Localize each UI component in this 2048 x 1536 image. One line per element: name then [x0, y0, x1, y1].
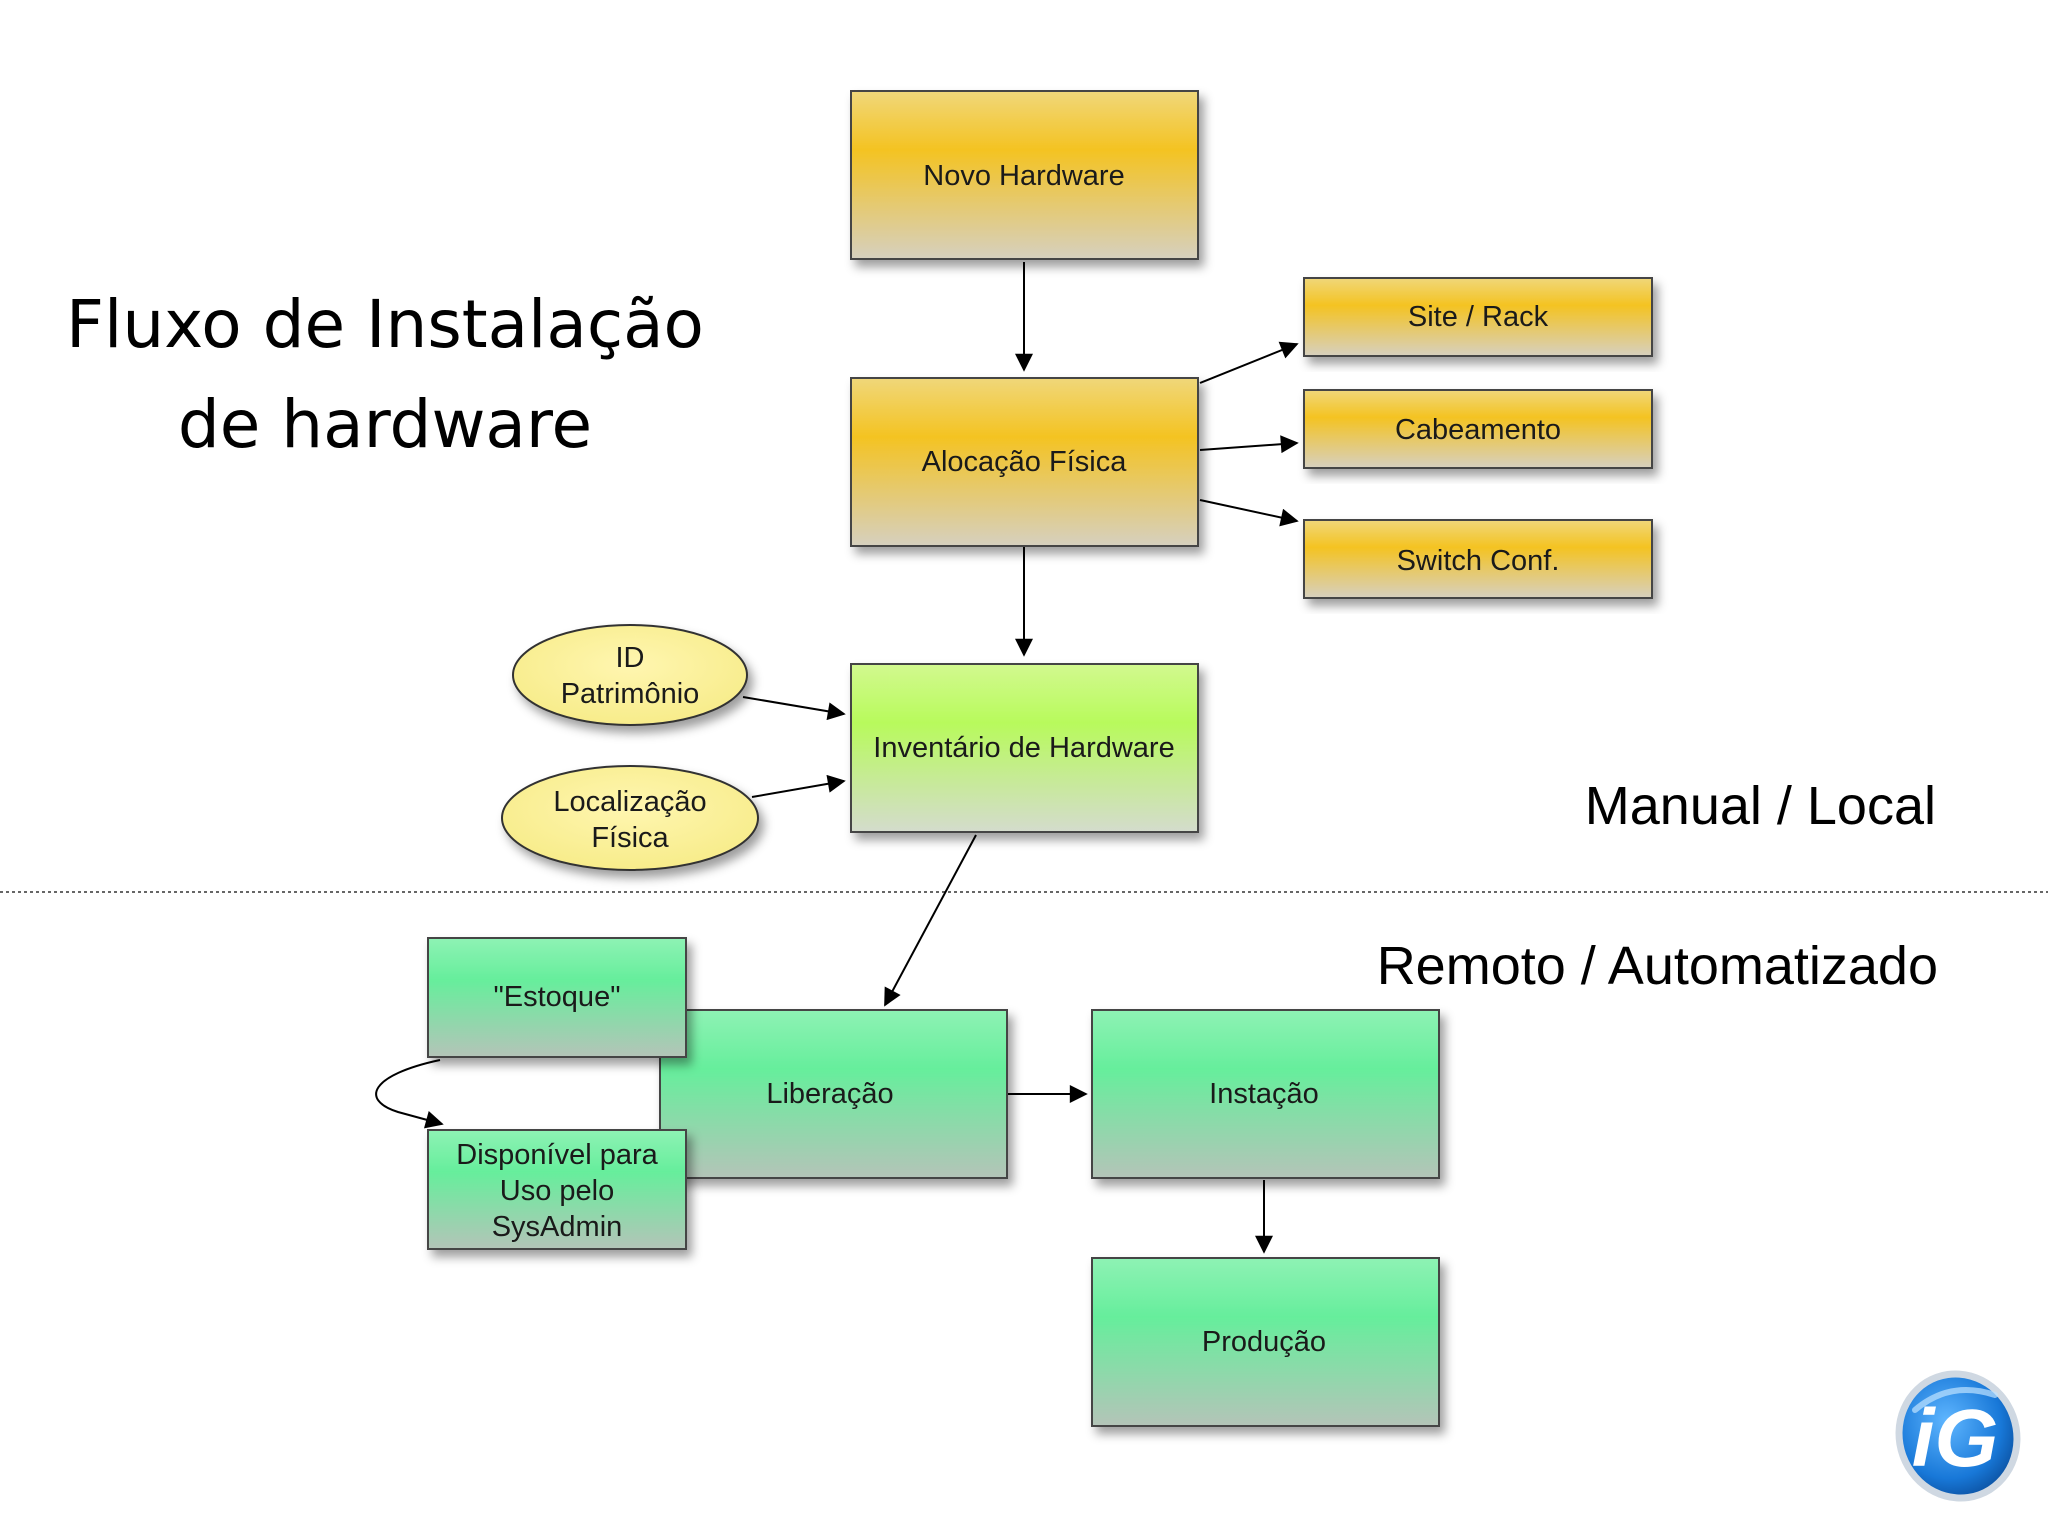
svg-text:"Estoque": "Estoque" — [493, 981, 620, 1013]
svg-text:Site / Rack: Site / Rack — [1408, 301, 1549, 333]
node-site-rack: Site / Rack — [1303, 277, 1653, 357]
svg-text:iG: iG — [1912, 1393, 1999, 1484]
region-label-manual: Manual / Local — [1584, 776, 1936, 836]
node-cabeamento: Cabeamento — [1303, 389, 1653, 469]
svg-text:Alocação Física: Alocação Física — [922, 446, 1128, 478]
svg-text:Novo Hardware: Novo Hardware — [923, 160, 1124, 192]
svg-text:Switch Conf.: Switch Conf. — [1397, 545, 1560, 577]
svg-text:Disponível para: Disponível para — [456, 1139, 658, 1171]
node-disponivel-sysadmin: Disponível para Uso pelo SysAdmin — [427, 1129, 687, 1250]
svg-text:Uso pelo: Uso pelo — [500, 1175, 614, 1207]
svg-text:Liberação: Liberação — [766, 1078, 893, 1110]
node-switch-conf: Switch Conf. — [1303, 519, 1653, 599]
edge-alocacao-to-switch — [1199, 499, 1299, 527]
ig-logo: iG — [1895, 1370, 2021, 1502]
edge-estoque-to-disponivel — [375, 1059, 444, 1129]
edge-alocacao-to-site — [1199, 341, 1299, 384]
svg-text:Instação: Instação — [1209, 1078, 1319, 1110]
svg-text:Inventário de Hardware: Inventário de Hardware — [873, 732, 1174, 764]
svg-text:Localização: Localização — [553, 786, 706, 818]
slide-title: Fluxo de Instalação de hardware — [40, 275, 730, 475]
title-line-2: de hardware — [177, 386, 593, 463]
edge-inventario-to-liberacao — [884, 834, 977, 1007]
edge-localizacao-to-inventario — [751, 774, 846, 798]
node-alocacao-fisica: Alocação Física — [850, 377, 1199, 547]
edge-id-to-inventario — [742, 696, 846, 721]
node-producao: Produção — [1091, 1257, 1440, 1427]
svg-text:SysAdmin: SysAdmin — [492, 1211, 623, 1243]
node-novo-hardware: Novo Hardware — [850, 90, 1199, 260]
svg-text:ID: ID — [616, 642, 645, 674]
node-estoque: "Estoque" — [427, 937, 687, 1058]
svg-text:Produção: Produção — [1202, 1326, 1326, 1358]
node-instacao: Instação — [1091, 1009, 1440, 1179]
edge-alocacao-to-cabeamento — [1199, 435, 1299, 454]
title-line-1: Fluxo de Instalação — [66, 286, 704, 363]
svg-text:Cabeamento: Cabeamento — [1395, 414, 1561, 446]
connectors — [375, 262, 1299, 1254]
node-id-patrimonio: ID Patrimônio — [512, 624, 748, 726]
region-label-remote: Remoto / Automatizado — [1376, 936, 1938, 996]
svg-text:Física: Física — [591, 822, 669, 854]
node-liberacao: Liberação — [659, 1009, 1008, 1179]
node-inventario-hardware: Inventário de Hardware — [850, 663, 1199, 833]
svg-text:Patrimônio: Patrimônio — [561, 678, 700, 710]
node-localizacao-fisica: Localização Física — [501, 765, 759, 871]
